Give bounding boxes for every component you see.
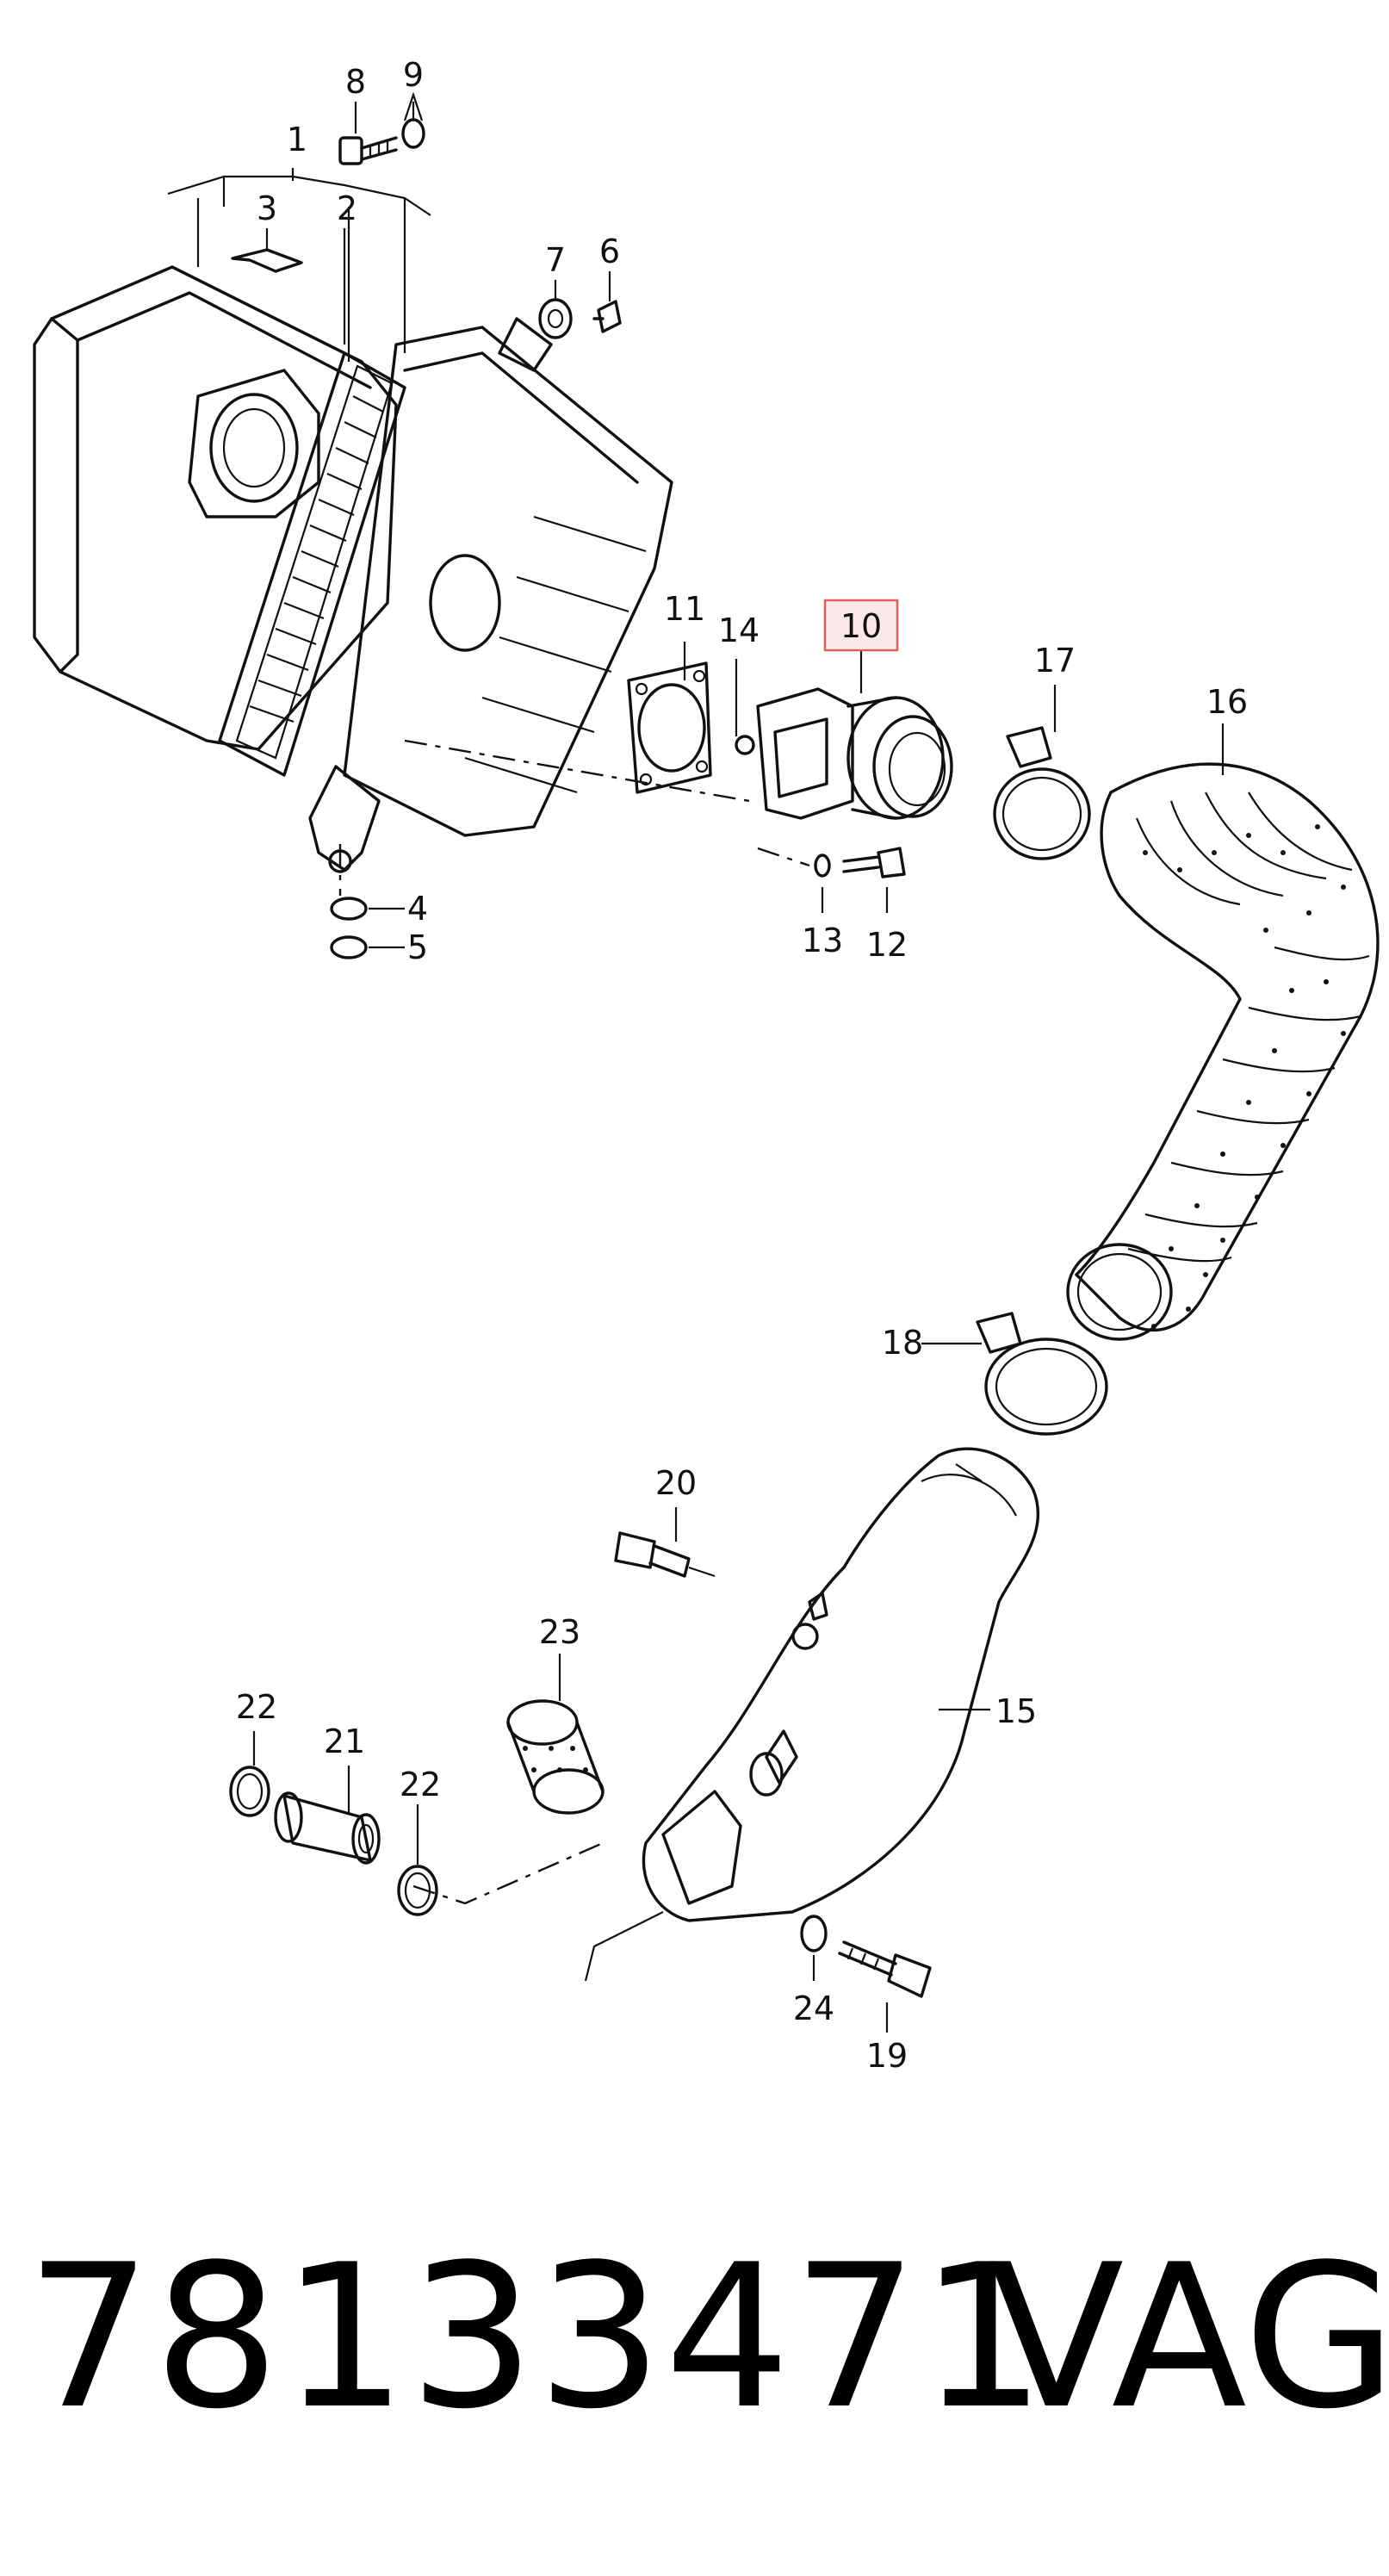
callout-14: 14 bbox=[718, 611, 760, 649]
callout-24: 24 bbox=[793, 1989, 834, 2027]
callout-11: 11 bbox=[664, 590, 705, 628]
callout-19: 19 bbox=[866, 2037, 908, 2075]
alignment-line bbox=[757, 847, 810, 867]
corrugated-hose bbox=[1066, 762, 1380, 1341]
callout-5: 5 bbox=[407, 928, 428, 966]
callout-15: 15 bbox=[995, 1692, 1037, 1730]
temperature-sensor bbox=[614, 1531, 716, 1578]
callout-10: 10 bbox=[840, 607, 882, 645]
callout-13: 13 bbox=[802, 922, 843, 959]
highlight-box bbox=[823, 599, 899, 652]
part-number: 78133471 bbox=[26, 2223, 1048, 2453]
intake-duct bbox=[584, 1447, 1039, 1982]
leader-lines bbox=[252, 102, 1225, 2033]
hose-clamp-upper bbox=[993, 726, 1091, 860]
callout-22b: 22 bbox=[400, 1766, 441, 1803]
callout-6: 6 bbox=[599, 233, 620, 270]
callout-17: 17 bbox=[1034, 642, 1076, 680]
mesh-sleeve bbox=[506, 1699, 605, 1815]
alignment-line bbox=[412, 1841, 604, 1905]
callout-3: 3 bbox=[257, 189, 277, 227]
hose-clamp-lower bbox=[976, 1312, 1108, 1436]
callout-18: 18 bbox=[882, 1324, 923, 1362]
callout-21: 21 bbox=[324, 1723, 365, 1760]
callout-23: 23 bbox=[539, 1613, 580, 1651]
alignment-line bbox=[404, 739, 750, 803]
grommet-and-screw bbox=[538, 298, 622, 339]
bolt-and-washer-lower bbox=[800, 1915, 932, 1998]
air-mass-meter bbox=[735, 687, 953, 820]
connector-and-orings bbox=[229, 1766, 438, 1916]
bolt-and-washer bbox=[338, 91, 425, 165]
clip-part bbox=[231, 248, 303, 273]
callout-12: 12 bbox=[866, 926, 908, 964]
brand-name: VAG bbox=[989, 2223, 1389, 2453]
callout-8: 8 bbox=[345, 63, 366, 101]
gasket bbox=[627, 661, 712, 794]
callout-20: 20 bbox=[655, 1464, 697, 1502]
callout-4: 4 bbox=[407, 890, 428, 928]
nut-and-washer bbox=[330, 897, 405, 959]
callout-7: 7 bbox=[545, 241, 566, 279]
callout-1: 1 bbox=[287, 121, 307, 158]
callout-2: 2 bbox=[337, 189, 357, 227]
callout-9: 9 bbox=[403, 56, 424, 94]
callout-16: 16 bbox=[1206, 683, 1248, 721]
air-filter-housing bbox=[33, 175, 673, 873]
callout-22a: 22 bbox=[236, 1688, 277, 1726]
screw-and-washer bbox=[814, 847, 906, 878]
